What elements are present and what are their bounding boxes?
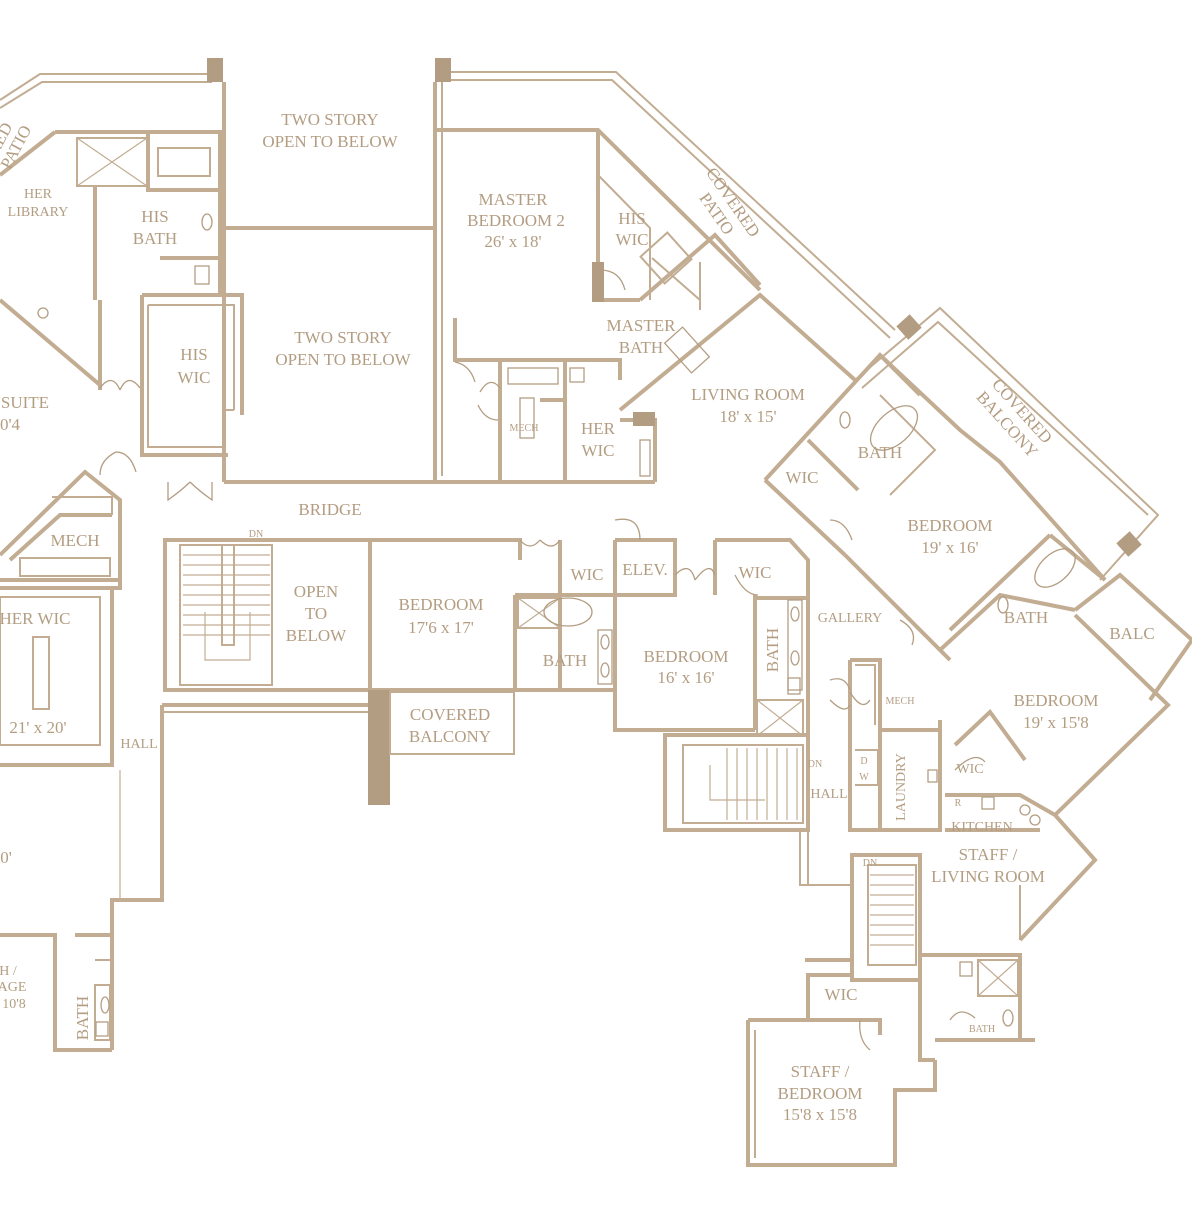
master-bedroom-2-dims: 26' x 18': [484, 232, 541, 251]
staff-living-label-1: STAFF /: [959, 845, 1018, 864]
wic-right-label: WIC: [785, 468, 818, 487]
left-partial-storage-1: H /: [0, 964, 17, 979]
wic-center-right-label: WIC: [738, 563, 771, 582]
balc-label: BALC: [1109, 624, 1154, 643]
bedroom-center-dims: 17'6 x 17': [408, 618, 474, 637]
bath-right-top-label: BATH: [858, 443, 902, 462]
kitchen-label: KITCHEN: [951, 820, 1012, 835]
open-to-below-label-1: OPEN: [294, 582, 338, 601]
his-wic-left-label-1: HIS: [180, 345, 207, 364]
svg-text:BATH: BATH: [73, 996, 92, 1040]
room-labels: RED PATIO HER LIBRARY HIS BATH TWO STORY…: [0, 110, 1155, 1124]
stair-treads-center: [726, 748, 798, 820]
dw-label-2: W: [859, 772, 869, 783]
bath-right-mid-label: BATH: [1004, 608, 1048, 627]
open-to-below-label-3: BELOW: [286, 626, 347, 645]
mech-left-label: MECH: [50, 531, 99, 550]
her-wic-center-label-1: HER: [581, 419, 616, 438]
laundry-label: LAUNDRY: [894, 753, 909, 821]
stair-treads-left: [183, 554, 270, 636]
his-bath-label-1: HIS: [141, 207, 168, 226]
mech-right-label: MECH: [886, 696, 915, 707]
two-story-mid-label-1: TWO STORY: [294, 328, 391, 347]
two-story-top-label-1: TWO STORY: [281, 110, 378, 129]
her-wic-center-label-2: WIC: [581, 441, 614, 460]
his-wic-right-label-2: WIC: [615, 230, 648, 249]
covered-balcony-center-label-2: BALCONY: [409, 727, 491, 746]
dn-stair-center-label: DN: [808, 759, 822, 770]
mech-small-label: MECH: [510, 423, 539, 434]
hall-left-label: HALL: [120, 737, 157, 752]
two-story-top-label-2: OPEN TO BELOW: [262, 132, 398, 151]
her-wic-left-label: HER WIC: [0, 609, 71, 628]
bath-left-vertical-label: BATH: [73, 996, 92, 1040]
staff-living-label-2: LIVING ROOM: [931, 867, 1045, 886]
wic-center-label: WIC: [570, 565, 603, 584]
her-wic-left-dims: 21' x 20': [9, 718, 66, 737]
covered-patio-right-label: COVERED PATIO: [696, 164, 764, 241]
bedroom-16-label: BEDROOM: [643, 647, 728, 666]
bridge-label: BRIDGE: [298, 500, 361, 519]
wic-small-right-label: WIC: [956, 762, 983, 777]
bath-staff-label: BATH: [969, 1024, 995, 1035]
dn-stair-right-label: DN: [863, 858, 877, 869]
gallery-label: GALLERY: [818, 611, 883, 626]
fixtures: [37, 213, 1076, 1037]
dw-label-1: D: [860, 756, 867, 767]
staff-bedroom-label-2: BEDROOM: [777, 1084, 862, 1103]
doors: [99, 269, 986, 1051]
left-partial-storage-3: 10'8: [2, 997, 26, 1012]
his-wic-left-label-2: WIC: [177, 368, 210, 387]
bedroom-16-dims: 16' x 16': [657, 668, 714, 687]
his-bath-label-2: BATH: [133, 229, 177, 248]
bedroom-right-low-dims: 19' x 15'8: [1023, 713, 1089, 732]
svg-text:LAUNDRY: LAUNDRY: [894, 753, 909, 821]
bedroom-right-top-label: BEDROOM: [907, 516, 992, 535]
left-partial-label: 0': [0, 848, 12, 867]
two-story-mid-label-2: OPEN TO BELOW: [275, 350, 411, 369]
bedroom-right-low-label: BEDROOM: [1013, 691, 1098, 710]
bedroom-center-label: BEDROOM: [398, 595, 483, 614]
suite-left-label-1: SUITE: [1, 393, 49, 412]
left-partial-storage-2: AGE: [0, 980, 26, 995]
covered-patio-left-label: RED PATIO: [0, 119, 35, 172]
master-bedroom-2-label-1: MASTER: [479, 190, 549, 209]
open-to-below-label-2: TO: [305, 604, 327, 623]
svg-text:BATH: BATH: [763, 628, 782, 672]
living-room-dims: 18' x 15': [719, 407, 776, 426]
covered-balcony-center-label-1: COVERED: [410, 705, 490, 724]
elev-label: ELEV.: [622, 560, 668, 579]
her-library-label-1: HER: [24, 187, 53, 202]
suite-left-label-2: 0'4: [0, 415, 21, 434]
her-library-label-2: LIBRARY: [8, 205, 69, 220]
stair-treads-right: [870, 874, 914, 946]
wic-staff-label: WIC: [824, 985, 857, 1004]
master-bedroom-2-label-2: BEDROOM 2: [467, 211, 565, 230]
bath-center-label: BATH: [543, 651, 587, 670]
kitchen-r-label: R: [955, 798, 962, 809]
master-bath-label-1: MASTER: [607, 316, 677, 335]
bedroom-right-top-dims: 19' x 16': [921, 538, 978, 557]
living-room-label: LIVING ROOM: [691, 385, 805, 404]
master-bath-label-2: BATH: [619, 338, 663, 357]
staff-bedroom-dims: 15'8 x 15'8: [783, 1105, 857, 1124]
his-wic-right-label-1: HIS: [618, 209, 645, 228]
walls: [0, 58, 1192, 1167]
bath-vertical-label: BATH: [763, 628, 782, 672]
dn-stair-left-label: DN: [249, 529, 263, 540]
hall-center-label: HALL: [810, 787, 847, 802]
staff-bedroom-label-1: STAFF /: [791, 1062, 850, 1081]
